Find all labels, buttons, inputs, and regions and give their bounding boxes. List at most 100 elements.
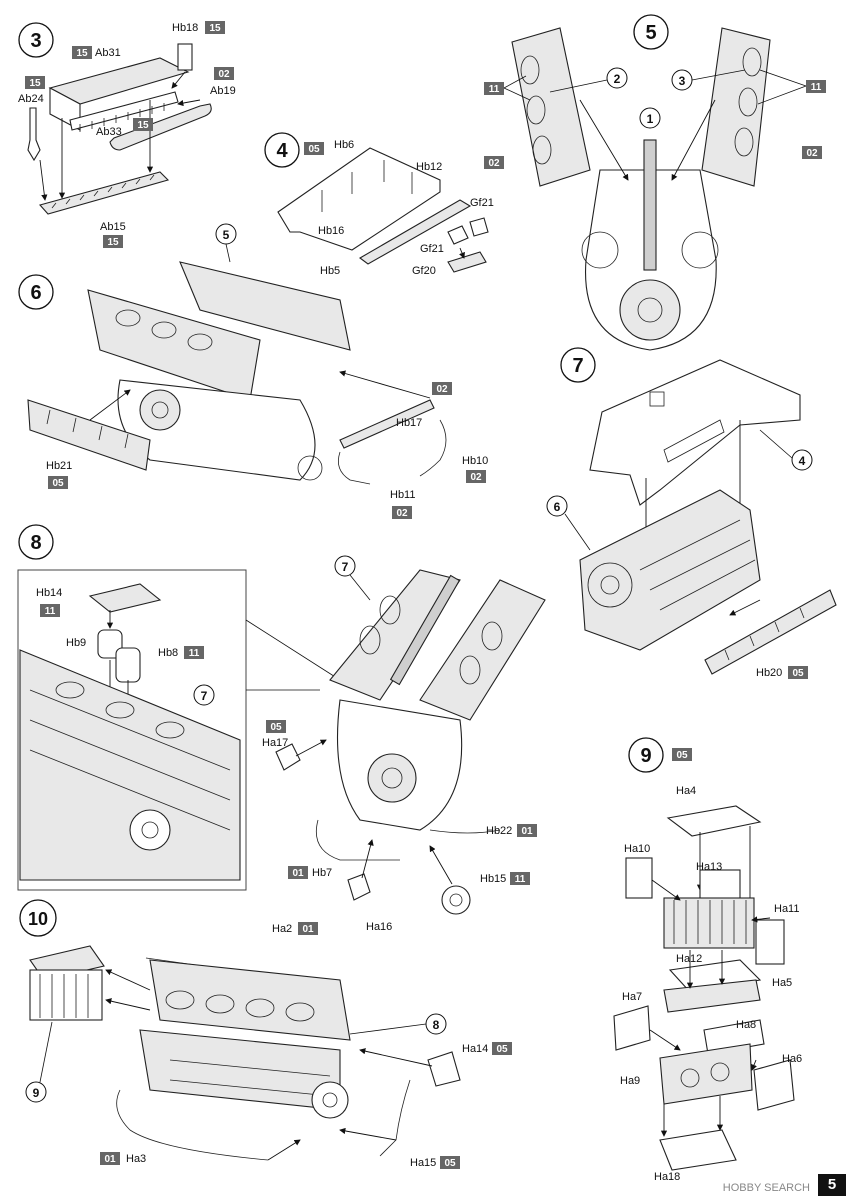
engine-top-bank-shape — [179, 261, 351, 351]
part-ha4-shape — [666, 805, 762, 837]
svg-text:15: 15 — [137, 120, 149, 131]
badge-hb8: 11 — [184, 646, 204, 659]
label-ha10: Ha10 — [624, 843, 650, 855]
svg-text:6: 6 — [554, 500, 561, 514]
badge-hb22: 01 — [517, 824, 537, 837]
step-4-number: 4 — [276, 140, 288, 162]
svg-text:7: 7 — [201, 689, 208, 703]
badge-ab33: 15 — [133, 118, 153, 131]
part-hb8-shape — [115, 647, 141, 683]
part-ha7-shape — [613, 1005, 651, 1051]
part-ha14-shape — [427, 1051, 461, 1087]
label-ab31: Ab31 — [95, 47, 121, 59]
callout-2: 2 — [549, 67, 628, 93]
badge-step-9: 05 — [672, 748, 692, 761]
callout-ref-8: 8 — [349, 1013, 447, 1035]
step-5: 5 1 2 3 11 — [484, 14, 826, 351]
step-10: 10 9 8 — [19, 899, 512, 1169]
badge-step5-left-02: 02 — [484, 156, 504, 169]
part-hb11-shape — [337, 451, 371, 485]
badge-hb20: 05 — [788, 666, 808, 679]
inset-engine-shape — [19, 649, 241, 881]
supercharger-assembly-shape — [29, 945, 105, 1021]
label-hb15: Hb15 — [480, 873, 506, 885]
step-6-number: 6 — [30, 282, 41, 304]
label-hb17: Hb17 — [396, 417, 422, 429]
part-hb20-shape — [704, 589, 837, 675]
badge-step5-left-11: 11 — [484, 82, 504, 95]
svg-text:3: 3 — [679, 74, 686, 88]
step-9: 9 05 Ha4 Ha10 Ha13 Ha11 — [613, 737, 802, 1183]
badge-ab31: 15 — [72, 46, 92, 59]
part-gf21-shape-b — [469, 217, 489, 237]
svg-text:8: 8 — [433, 1018, 440, 1032]
label-ha5: Ha5 — [772, 977, 792, 989]
svg-text:02: 02 — [806, 148, 818, 159]
step-8: 8 7 Hb14 11 Hb9 Hb8 11 7 — [17, 524, 546, 933]
badge-step5-right-11: 11 — [806, 80, 826, 93]
engine-step7-shape — [579, 489, 761, 651]
svg-text:02: 02 — [470, 472, 482, 483]
label-ha16: Ha16 — [366, 921, 392, 933]
label-hb16: Hb16 — [318, 225, 344, 237]
cylinder-head-left-shape — [511, 27, 591, 187]
label-hb5: Hb5 — [320, 265, 340, 277]
part-ha15-shape — [379, 1079, 411, 1157]
part-ha6-shape — [753, 1059, 795, 1111]
part-hb9-shape — [97, 629, 123, 659]
label-ha7: Ha7 — [622, 991, 642, 1003]
part-ha11-shape — [755, 919, 785, 965]
svg-text:05: 05 — [792, 668, 804, 679]
part-hb17-shape — [339, 399, 435, 449]
svg-text:05: 05 — [270, 722, 282, 733]
svg-text:01: 01 — [292, 868, 304, 879]
part-gf20-shape — [447, 251, 487, 273]
part-ab19-shape — [109, 103, 212, 151]
svg-text:02: 02 — [218, 69, 230, 80]
callout-ref-7-inset: 7 — [193, 684, 215, 706]
label-hb12: Hb12 — [416, 161, 442, 173]
part-ha18-shape — [659, 1129, 737, 1171]
label-ha6: Ha6 — [782, 1053, 802, 1065]
svg-text:15: 15 — [29, 78, 41, 89]
callout-ref-5: 5 — [215, 223, 237, 263]
callout-ref-6: 6 — [546, 495, 591, 551]
svg-text:05: 05 — [444, 1158, 456, 1169]
svg-text:02: 02 — [488, 158, 500, 169]
label-hb11: Hb11 — [390, 489, 415, 501]
mount-frame-shape — [589, 359, 801, 506]
badge-hb10: 02 — [466, 470, 486, 483]
part-hb21-shape — [27, 399, 151, 471]
label-ha12: Ha12 — [676, 953, 702, 965]
badge-hb11: 02 — [392, 506, 412, 519]
svg-text:05: 05 — [52, 478, 64, 489]
label-ha4: Ha4 — [676, 785, 696, 797]
callout-ref-4: 4 — [759, 429, 813, 471]
step-4: 4 05 Hb6 Hb12 Hb16 Gf21 Gf21 Gf20 Hb5 — [264, 132, 494, 277]
engine-step8-right-bank — [419, 579, 546, 721]
part-ab24-shape — [27, 107, 41, 162]
label-ha3: Ha3 — [126, 1153, 146, 1165]
cylinder-bank-shape — [663, 897, 755, 949]
svg-text:05: 05 — [308, 144, 320, 155]
part-ha5-shape — [663, 979, 761, 1013]
part-ha16-shape — [347, 873, 371, 901]
engine-step8-left-bank — [329, 569, 461, 701]
badge-ha15: 05 — [440, 1156, 460, 1169]
svg-text:01: 01 — [521, 826, 533, 837]
svg-text:4: 4 — [799, 454, 806, 468]
badge-hb21: 05 — [48, 476, 68, 489]
svg-text:11: 11 — [489, 84, 500, 95]
badge-hb7: 01 — [288, 866, 308, 879]
badge-step5-right-02: 02 — [802, 146, 822, 159]
part-hb5-shape — [359, 199, 472, 265]
svg-text:05: 05 — [676, 750, 688, 761]
part-hb18-shape — [177, 43, 193, 71]
part-gf21-shape-a — [447, 225, 469, 245]
engine-step10-top-bank — [149, 959, 351, 1041]
badge-ha17: 05 — [266, 720, 286, 733]
svg-text:1: 1 — [647, 112, 654, 126]
label-hb22: Hb22 — [486, 825, 512, 837]
svg-text:15: 15 — [209, 23, 221, 34]
